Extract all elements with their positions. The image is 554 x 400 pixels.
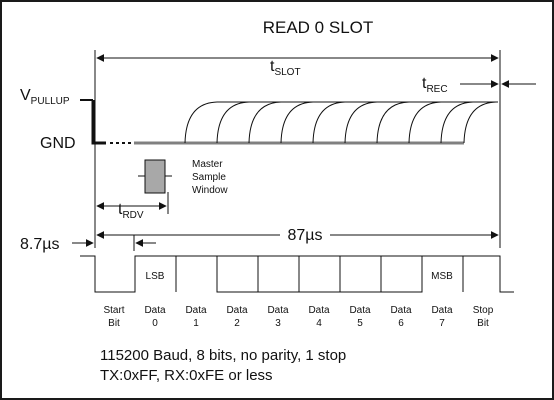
caption-baud: 115200 Baud, 8 bits, no parity, 1 stop — [100, 347, 347, 364]
bit-label-d5-2: 5 — [357, 318, 363, 329]
t-rdv-label: tRDV — [118, 201, 144, 221]
bit-label-d7-1: Data — [431, 305, 453, 316]
byte-time-label-bg — [280, 224, 330, 244]
bit-label-d6-1: Data — [390, 305, 412, 316]
bus-falling-edge — [91, 100, 106, 145]
bit-labels: Start Bit Data 0 Data 1 Data 2 Data 3 Da… — [103, 305, 493, 329]
caption-tx-rx: TX:0xFF, RX:0xFE or less — [100, 367, 273, 384]
bit-label-d7-2: 7 — [439, 318, 445, 329]
bit-label-start-1: Start — [103, 305, 124, 316]
bit-label-d5-1: Data — [349, 305, 371, 316]
master-sample-window — [144, 159, 166, 194]
sample-window-label-1: Master — [192, 159, 223, 170]
t-rec-label: tREC — [422, 75, 448, 95]
uart-waveform — [80, 255, 514, 293]
bit-label-d4-2: 4 — [316, 318, 322, 329]
bit-label-d1-2: 1 — [193, 318, 199, 329]
bit-label-stop-1: Stop — [473, 305, 494, 316]
lsb-label: LSB — [146, 271, 165, 282]
gnd-label: GND — [40, 135, 76, 152]
bit-label-d2-1: Data — [226, 305, 248, 316]
bit-label-d3-2: 3 — [275, 318, 281, 329]
bit-time-label: 8.7µs — [20, 236, 59, 253]
diagram-title: READ 0 SLOT — [263, 18, 374, 37]
bit-boundaries — [175, 255, 464, 292]
bit-label-d1-1: Data — [185, 305, 207, 316]
bit-label-d2-2: 2 — [234, 318, 240, 329]
msb-label: MSB — [431, 271, 453, 282]
sample-window-label-2: Sample — [192, 172, 226, 183]
v-pullup-label: VPULLUP — [20, 87, 70, 107]
bit-label-stop-2: Bit — [477, 318, 489, 329]
sample-window-label-3: Window — [192, 185, 228, 196]
bit-label-d4-1: Data — [308, 305, 330, 316]
byte-time-label: 87µs — [287, 227, 322, 244]
t-slot-label: tSLOT — [270, 58, 301, 78]
bit-label-d0-2: 0 — [152, 318, 158, 329]
bit-label-d3-1: Data — [267, 305, 289, 316]
bit-label-start-2: Bit — [108, 318, 120, 329]
release-arcs — [184, 101, 498, 144]
bit-label-d6-2: 6 — [398, 318, 404, 329]
bit-label-d0-1: Data — [144, 305, 166, 316]
